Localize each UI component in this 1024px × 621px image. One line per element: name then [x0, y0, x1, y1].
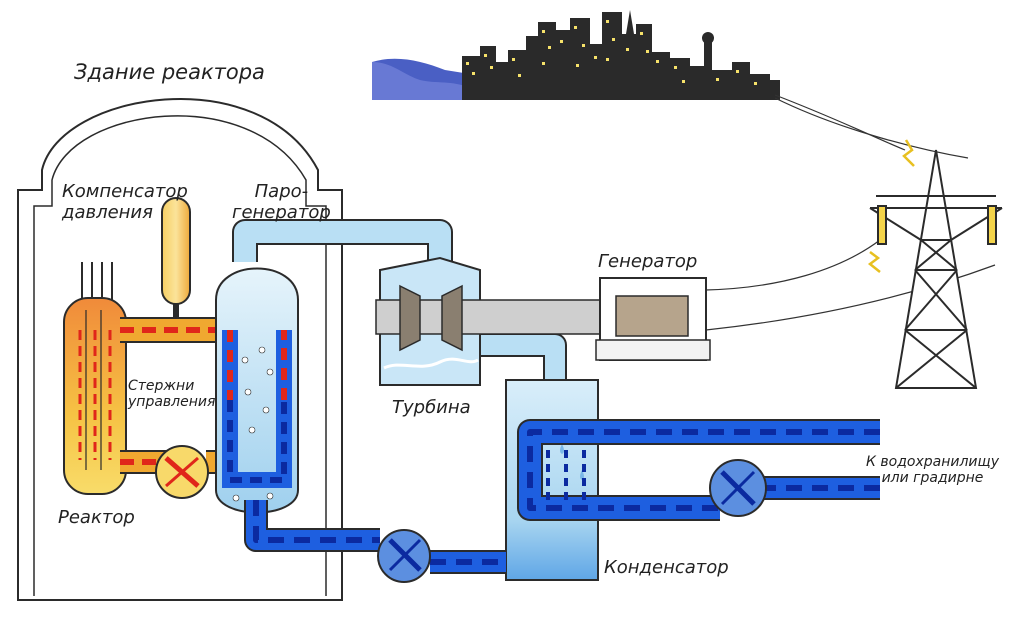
cooling-water-pump — [709, 459, 767, 517]
pressurizer-label-line2: давления — [62, 201, 153, 223]
steam-generator-label: Паро- генератор — [232, 181, 331, 223]
reservoir-label-line1: К водохранилищу — [866, 454, 999, 470]
condensate-pump — [377, 529, 431, 583]
control-rods-label-line1: Стержни — [128, 378, 195, 394]
control-rods-label-line2: управления — [128, 394, 216, 411]
pressurizer-label: Компенсатор давления — [62, 181, 188, 223]
reservoir-label: К водохранилищу или градирне — [866, 454, 999, 486]
secondary-cold-loop — [244, 500, 506, 574]
city-skyline — [372, 10, 780, 100]
turbine — [375, 256, 607, 386]
pressurizer — [161, 197, 191, 318]
city-buildings — [462, 10, 780, 100]
turbine-label: Турбина — [392, 397, 471, 418]
reactor-label: Реактор — [58, 507, 135, 528]
generator-label: Генератор — [598, 251, 698, 272]
reactor-coolant-pump — [155, 445, 209, 499]
steam-generator-label-line1: Паро- — [254, 181, 309, 202]
steam-pipe — [232, 219, 567, 380]
pressurizer-label-line1: Компенсатор — [62, 181, 188, 202]
reactor-building-label: Здание реактора — [74, 60, 265, 84]
cooling-water-loop — [517, 419, 880, 521]
reservoir-label-line2: или градирне — [881, 470, 984, 487]
steam-generator-label-line2: генератор — [232, 201, 331, 223]
condenser-label: Конденсатор — [604, 557, 729, 578]
steam-generator — [215, 267, 299, 514]
control-rods-label: Стержни управления — [128, 378, 215, 410]
control-rods — [81, 262, 113, 300]
generator — [595, 277, 711, 361]
city-windows — [466, 20, 757, 85]
transmission-tower — [867, 139, 1003, 389]
reactor-vessel — [63, 297, 127, 495]
